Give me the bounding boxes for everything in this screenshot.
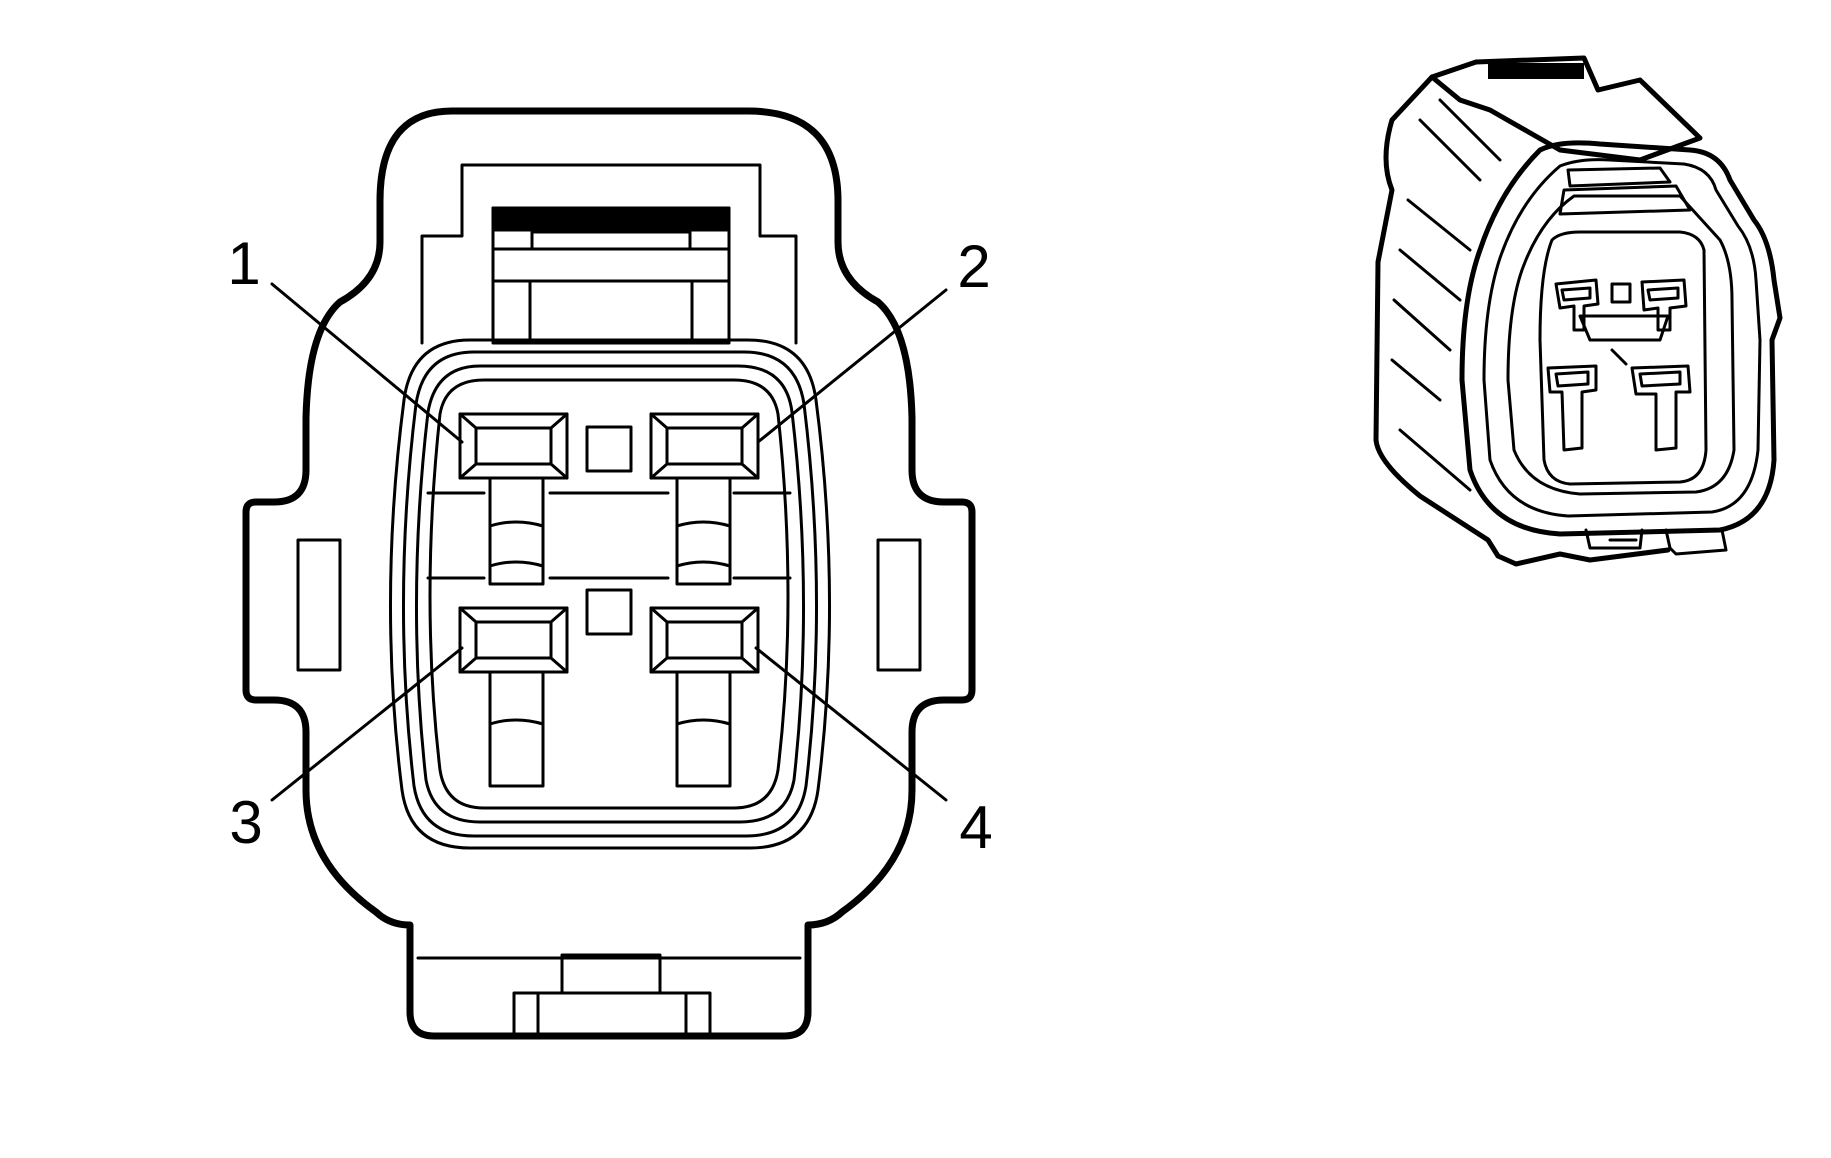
iso-center-key: [1610, 282, 1632, 304]
pin-labels: 1 2 3 4: [227, 230, 992, 861]
connector-face-view: [242, 107, 976, 1040]
pin-label-4: 4: [959, 794, 992, 861]
connector-isometric-view: [1373, 55, 1783, 567]
right-side-tab: [876, 538, 922, 672]
iso-bottom-feet: [1584, 528, 1728, 556]
iso-terminal-block: [1538, 230, 1708, 486]
pin-label-2: 2: [957, 233, 990, 300]
iso-seal-ring: [1506, 194, 1736, 496]
terminal-cavity-frame: [428, 378, 790, 810]
iso-front-face-inner: [1482, 158, 1762, 518]
iso-terminal-2: [1640, 278, 1688, 332]
housing-outer-outline: [242, 107, 976, 1040]
iso-housing-side: [1429, 55, 1703, 163]
leader-line-2: [756, 288, 948, 444]
top-latch: [420, 163, 798, 345]
seal-ring-outer: [389, 338, 831, 850]
iso-terminal-3: [1546, 364, 1598, 452]
seal-ring-inner: [415, 364, 805, 824]
center-key-upper: [585, 425, 633, 473]
iso-front-face-outer: [1459, 140, 1783, 537]
pin-label-1: 1: [227, 230, 260, 297]
center-key-lower: [585, 588, 633, 636]
bottom-release-tab: [416, 953, 802, 1038]
iso-housing-left-body: [1373, 74, 1671, 567]
seal-ring-middle: [402, 350, 818, 838]
iso-terminal-1: [1554, 278, 1600, 332]
pin-label-3: 3: [229, 789, 262, 856]
left-side-tab: [296, 538, 342, 672]
iso-latch-bar: [1488, 63, 1584, 79]
leader-line-1: [270, 282, 464, 444]
cavity-dividers: [426, 491, 792, 580]
iso-side-ribs: [1390, 98, 1502, 492]
pin-leader-lines: [270, 282, 948, 802]
terminal-3: [458, 606, 569, 788]
terminal-4: [649, 606, 760, 788]
terminal-2: [649, 412, 760, 586]
leader-line-3: [270, 646, 464, 802]
terminal-1: [458, 412, 569, 586]
iso-top-latch: [1566, 166, 1672, 188]
leader-line-4: [754, 646, 948, 802]
iso-terminal-4: [1630, 364, 1692, 452]
